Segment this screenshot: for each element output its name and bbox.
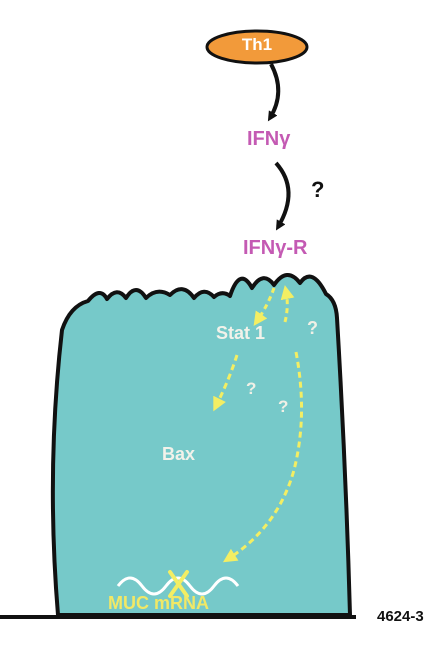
question-mark-stat1: ? (307, 318, 318, 339)
ifng-label: IFNγ (247, 128, 290, 151)
question-mark-receptor: ? (311, 177, 324, 203)
arrow-ifng-to-receptor (276, 163, 289, 227)
th1-label: Th1 (222, 35, 292, 55)
question-mark-bax: ? (246, 379, 256, 399)
figure-id-label: 4624-3 (377, 608, 424, 625)
cell-body (53, 275, 350, 615)
bax-label: Bax (162, 444, 195, 465)
arrow-th1-to-ifng (270, 64, 278, 118)
ifng-receptor-label: IFNγ-R (243, 237, 307, 260)
stat1-label: Stat 1 (216, 323, 265, 344)
muc-mrna-label: MUC mRNA (108, 593, 209, 614)
question-mark-muc: ? (278, 397, 288, 417)
